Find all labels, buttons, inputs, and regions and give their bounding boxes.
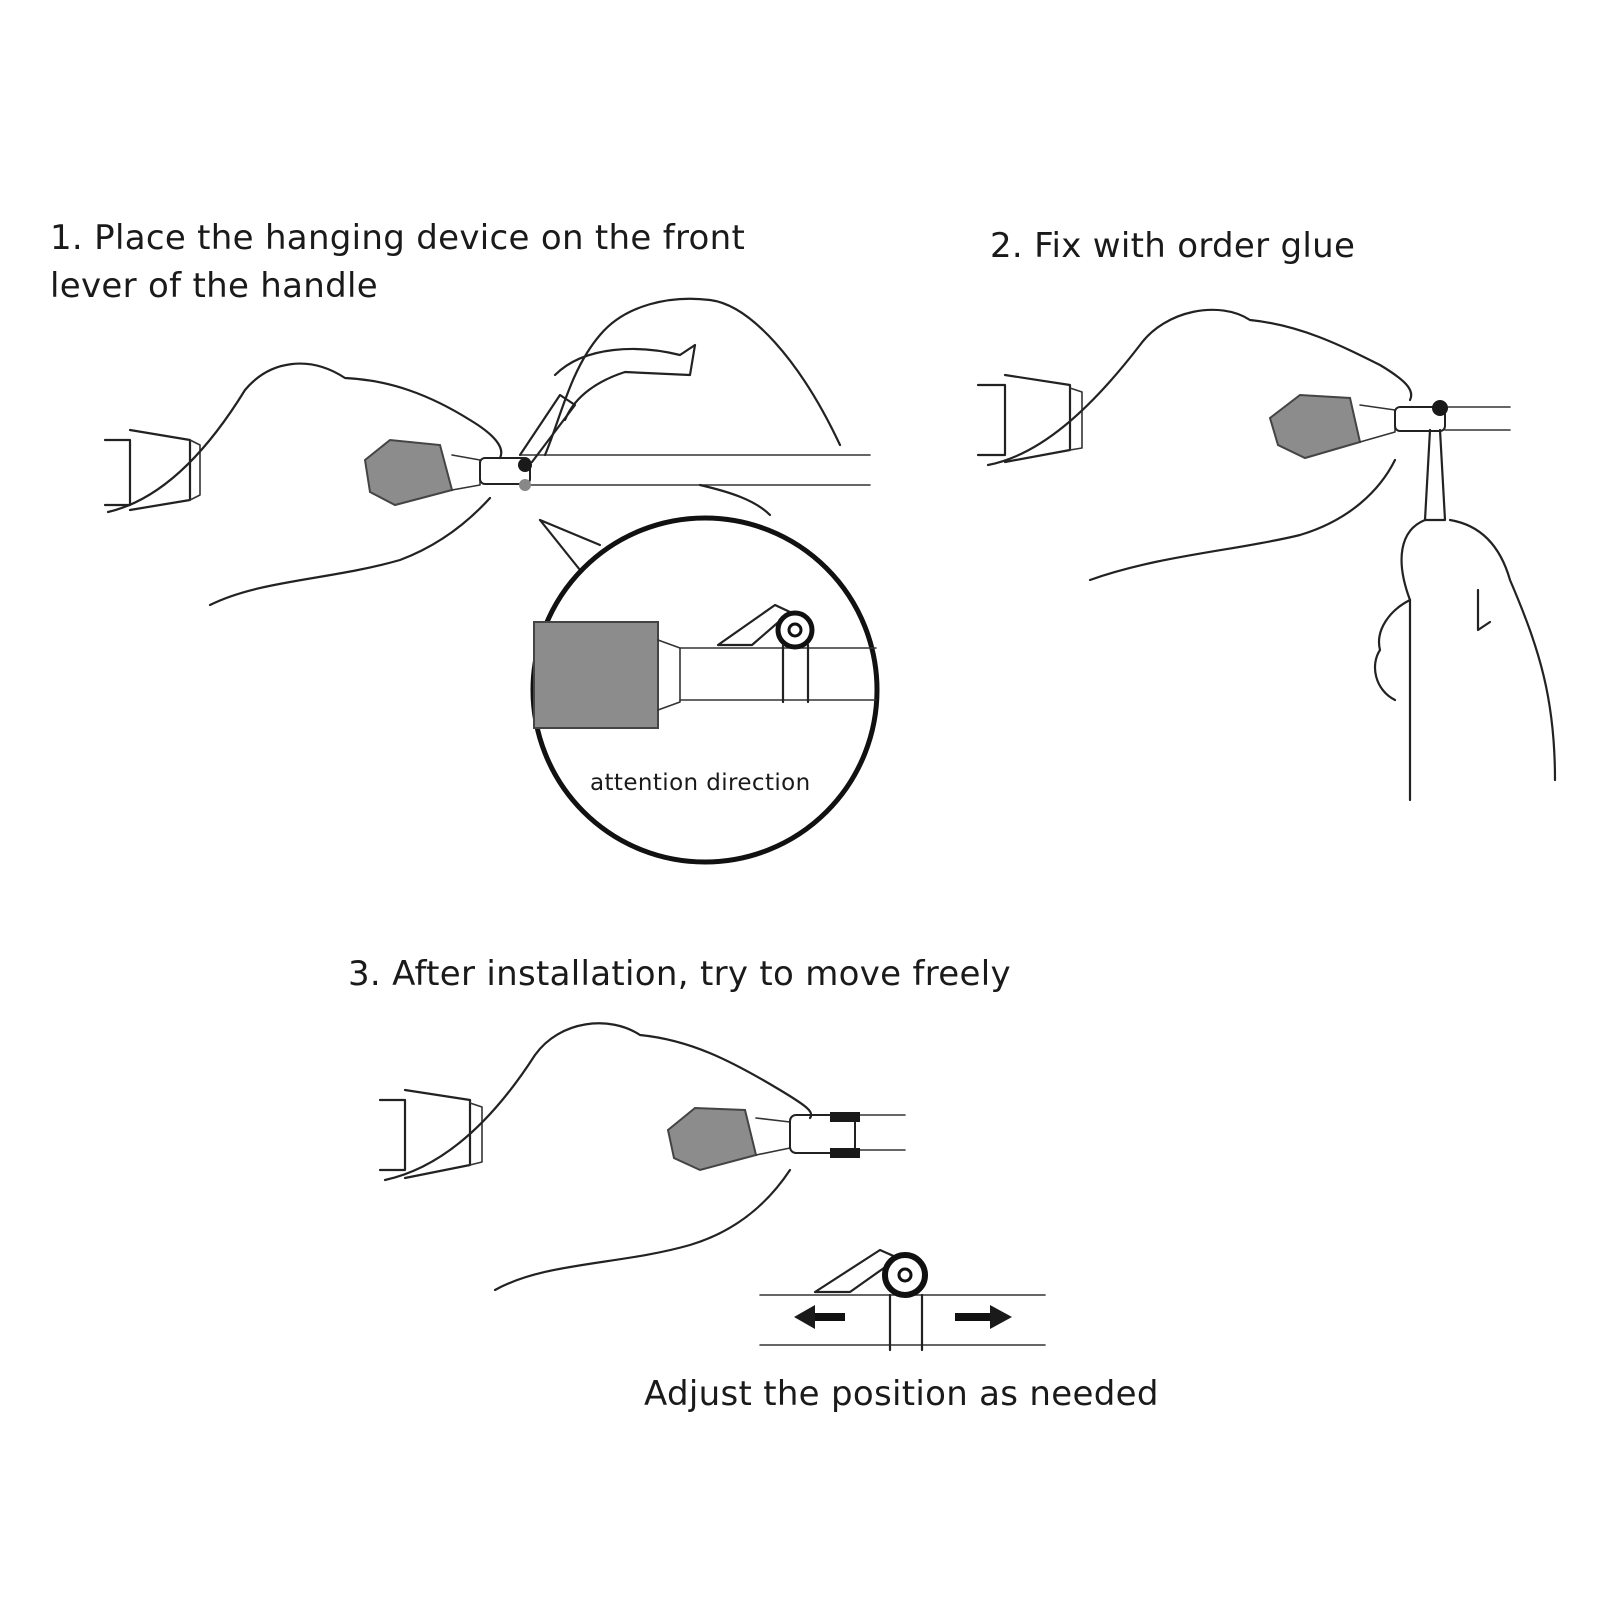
step1-illustration [103,297,880,865]
step1-tweezers [518,393,577,464]
step2-right-fingers [1373,598,1412,702]
step2-right-hand-right [1448,518,1557,782]
step3-grip [666,1106,758,1172]
step3-hook-keeper [789,1112,860,1158]
callout-grip [533,621,659,729]
step2-left-hand-bottom [1088,458,1397,582]
step1-reel-seat [103,428,201,512]
movement-keeper-legs [888,1293,924,1352]
step1-grip [363,438,454,507]
step2-glue-applicator [1423,428,1447,522]
step1-ferrule [451,454,481,491]
step2-illustration [976,308,1557,802]
step3-reel-seat [378,1088,483,1180]
callout-label: attention direction [590,770,811,796]
step2-grip [1268,393,1362,460]
step1-caption: 1. Place the hanging device on the front… [50,218,746,306]
step1-callout-bubble [530,515,880,865]
callout-hook-keeper [716,603,815,704]
step3-left-hand-bottom [493,1168,792,1292]
callout-ferrule [657,639,681,711]
step1-right-thumb [553,343,697,422]
step1-finger [698,483,772,517]
step1-left-hand-bottom [208,496,492,607]
step1-left-hand-top [106,362,503,514]
step3-ferrule [755,1117,791,1156]
step2-left-hand-top [986,308,1413,467]
arrow-right-icon [955,1305,1012,1329]
step3-illustration [378,1022,1046,1352]
step3-left-hand-top [383,1022,813,1182]
step2-hook-keeper [1394,400,1448,432]
step1-hook-keeper [479,457,532,491]
step3-movement-detail [759,1248,1046,1352]
step2-thumbnail [1476,588,1492,632]
step2-right-hand-left [1400,518,1427,802]
step2-caption: 2. Fix with order glue [990,226,1356,266]
step2-reel-seat [976,373,1083,464]
step1-right-hand [543,297,842,457]
step3-caption: 3. After installation, try to move freel… [348,954,1011,994]
arrow-left-icon [794,1305,845,1329]
adjust-caption: Adjust the position as needed [644,1374,1159,1414]
step2-ferrule [1359,404,1396,443]
